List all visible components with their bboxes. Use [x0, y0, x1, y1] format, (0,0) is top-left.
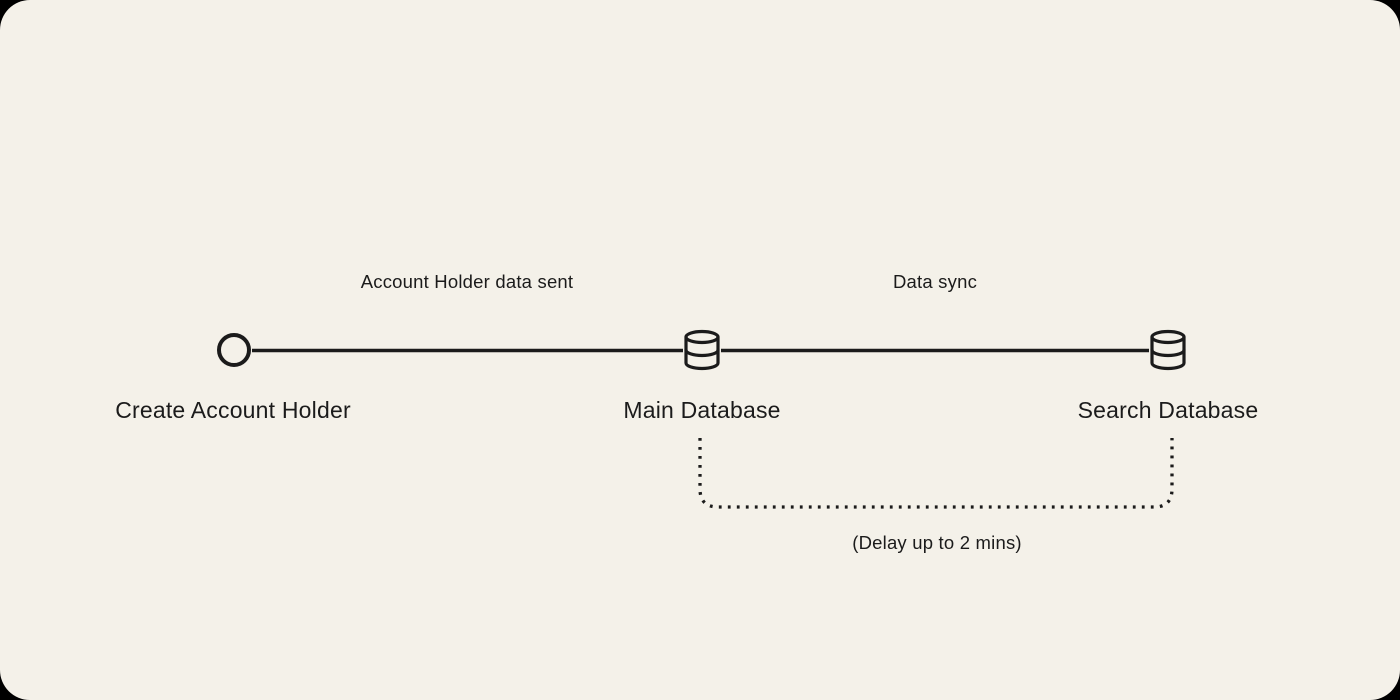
delay-bracket-dotted-line: [698, 438, 1174, 509]
circle-icon: [217, 333, 251, 367]
database-icon: [1150, 329, 1186, 371]
delay-annotation-label: (Delay up to 2 mins): [852, 532, 1022, 553]
node-label-main-database: Main Database: [623, 397, 781, 423]
edge-label-data-sync: Data sync: [892, 271, 978, 292]
node-label-search-database: Search Database: [1077, 397, 1259, 423]
database-icon: [684, 329, 720, 371]
node-label-create-account-holder: Create Account Holder: [115, 397, 351, 423]
edge-label-account-holder-data-sent: Account Holder data sent: [360, 271, 574, 292]
